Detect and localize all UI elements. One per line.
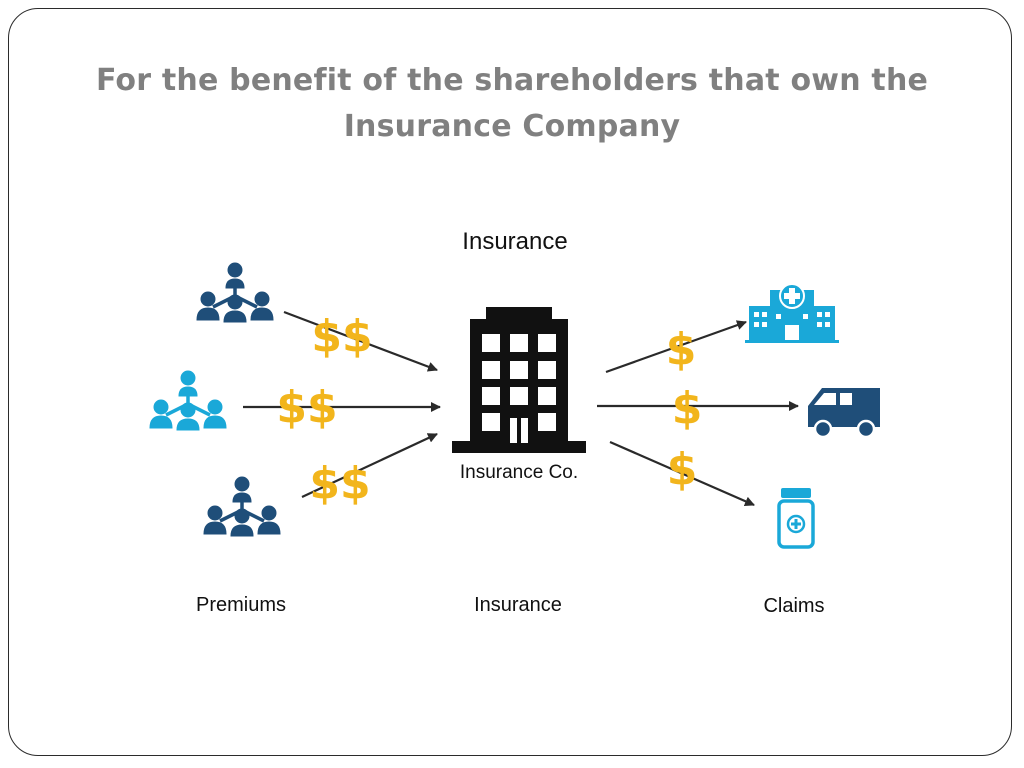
title-line-1: For the benefit of the shareholders that…	[95, 63, 929, 98]
title-line-2: Insurance Company	[343, 109, 681, 144]
claim-dollar-middle: $	[672, 383, 703, 434]
people-network-icon	[202, 475, 282, 538]
hospital-icon	[745, 283, 839, 343]
premium-arrow-bottom	[301, 433, 438, 498]
premium-dollar-top: $$	[311, 311, 372, 362]
premium-dollar-bottom: $$	[309, 458, 370, 509]
insurance-bottom-label: Insurance	[474, 594, 562, 616]
premium-arrow-top	[283, 310, 438, 372]
claim-arrow-top	[605, 320, 747, 374]
premium-dollar-middle: $$	[276, 382, 337, 433]
claim-arrow-bottom	[609, 440, 755, 507]
insurance-header-label: Insurance	[462, 228, 567, 255]
medicine-bottle-icon	[777, 488, 815, 549]
claims-label: Claims	[763, 595, 824, 617]
people-network-icon	[195, 261, 275, 324]
slide-title: For the benefit of the shareholders that…	[0, 58, 1024, 150]
office-building-icon	[452, 307, 586, 453]
ambulance-van-icon	[808, 388, 880, 439]
claim-dollar-top: $	[666, 324, 697, 375]
company-label: Insurance Co.	[460, 462, 578, 483]
premiums-label: Premiums	[196, 594, 286, 616]
claim-dollar-bottom: $	[667, 444, 698, 495]
people-network-icon	[148, 369, 228, 432]
